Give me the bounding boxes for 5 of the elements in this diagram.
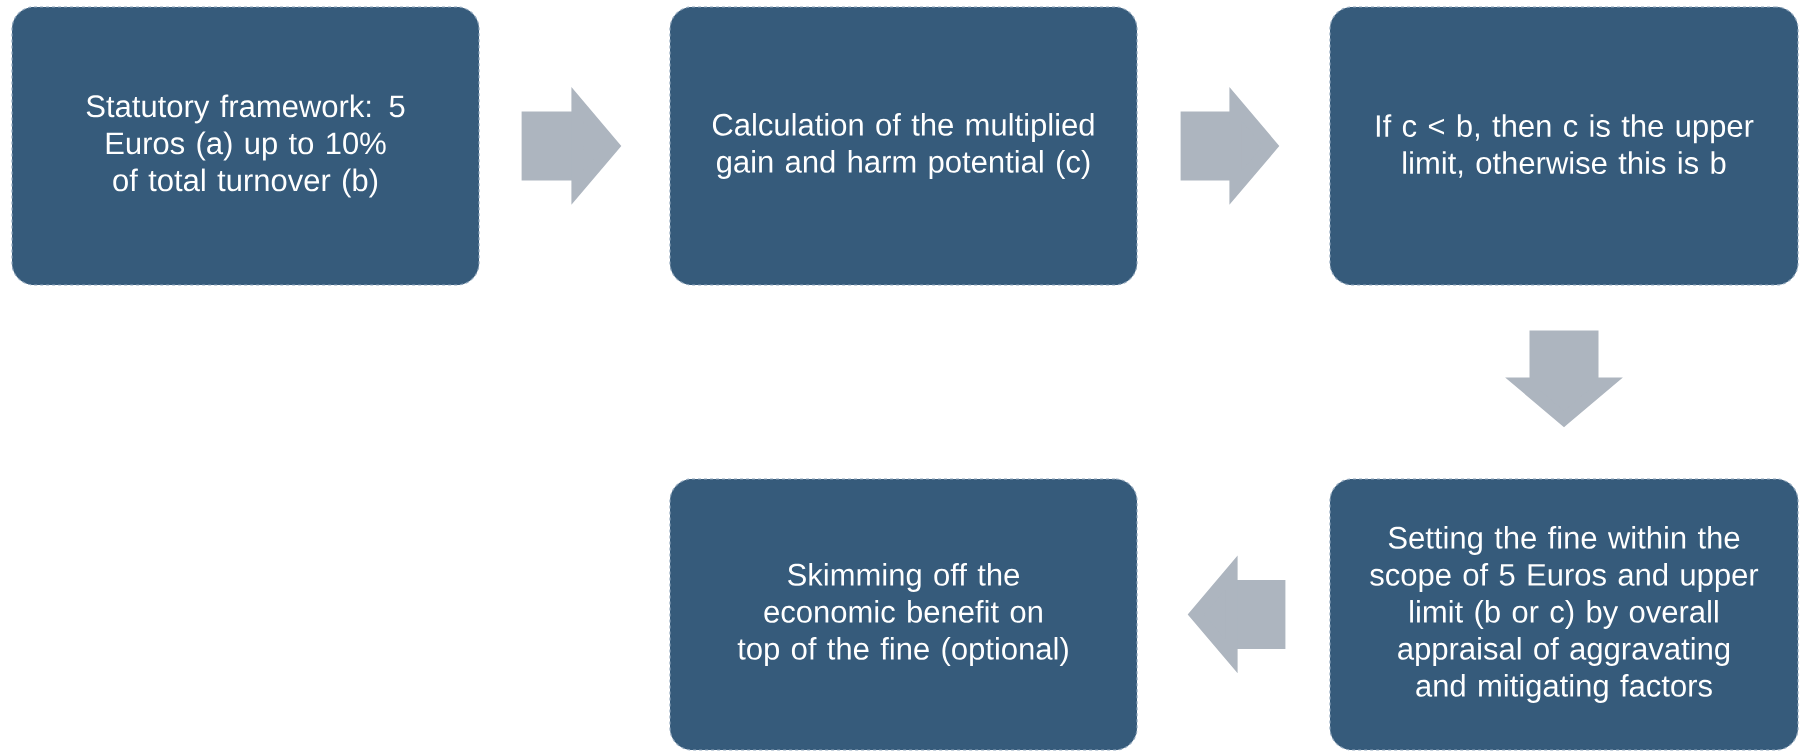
process-box: Setting the fine within the scope of 5 Euros and upper limit (b or c) by overall appraisal of aggravating and mitigating factors <box>1329 478 1799 751</box>
process-box: Skimming off the economic benefit on top of the fine (optional) <box>669 478 1138 751</box>
process-box: If c < b, then c is the upper limit, otherwise this is b <box>1329 6 1799 286</box>
process-box: Calculation of the multiplied gain and harm potential (c) <box>669 6 1138 286</box>
process-box: Statutory framework: 5 Euros (a) up to 10% of total turnover (b) <box>11 6 480 286</box>
